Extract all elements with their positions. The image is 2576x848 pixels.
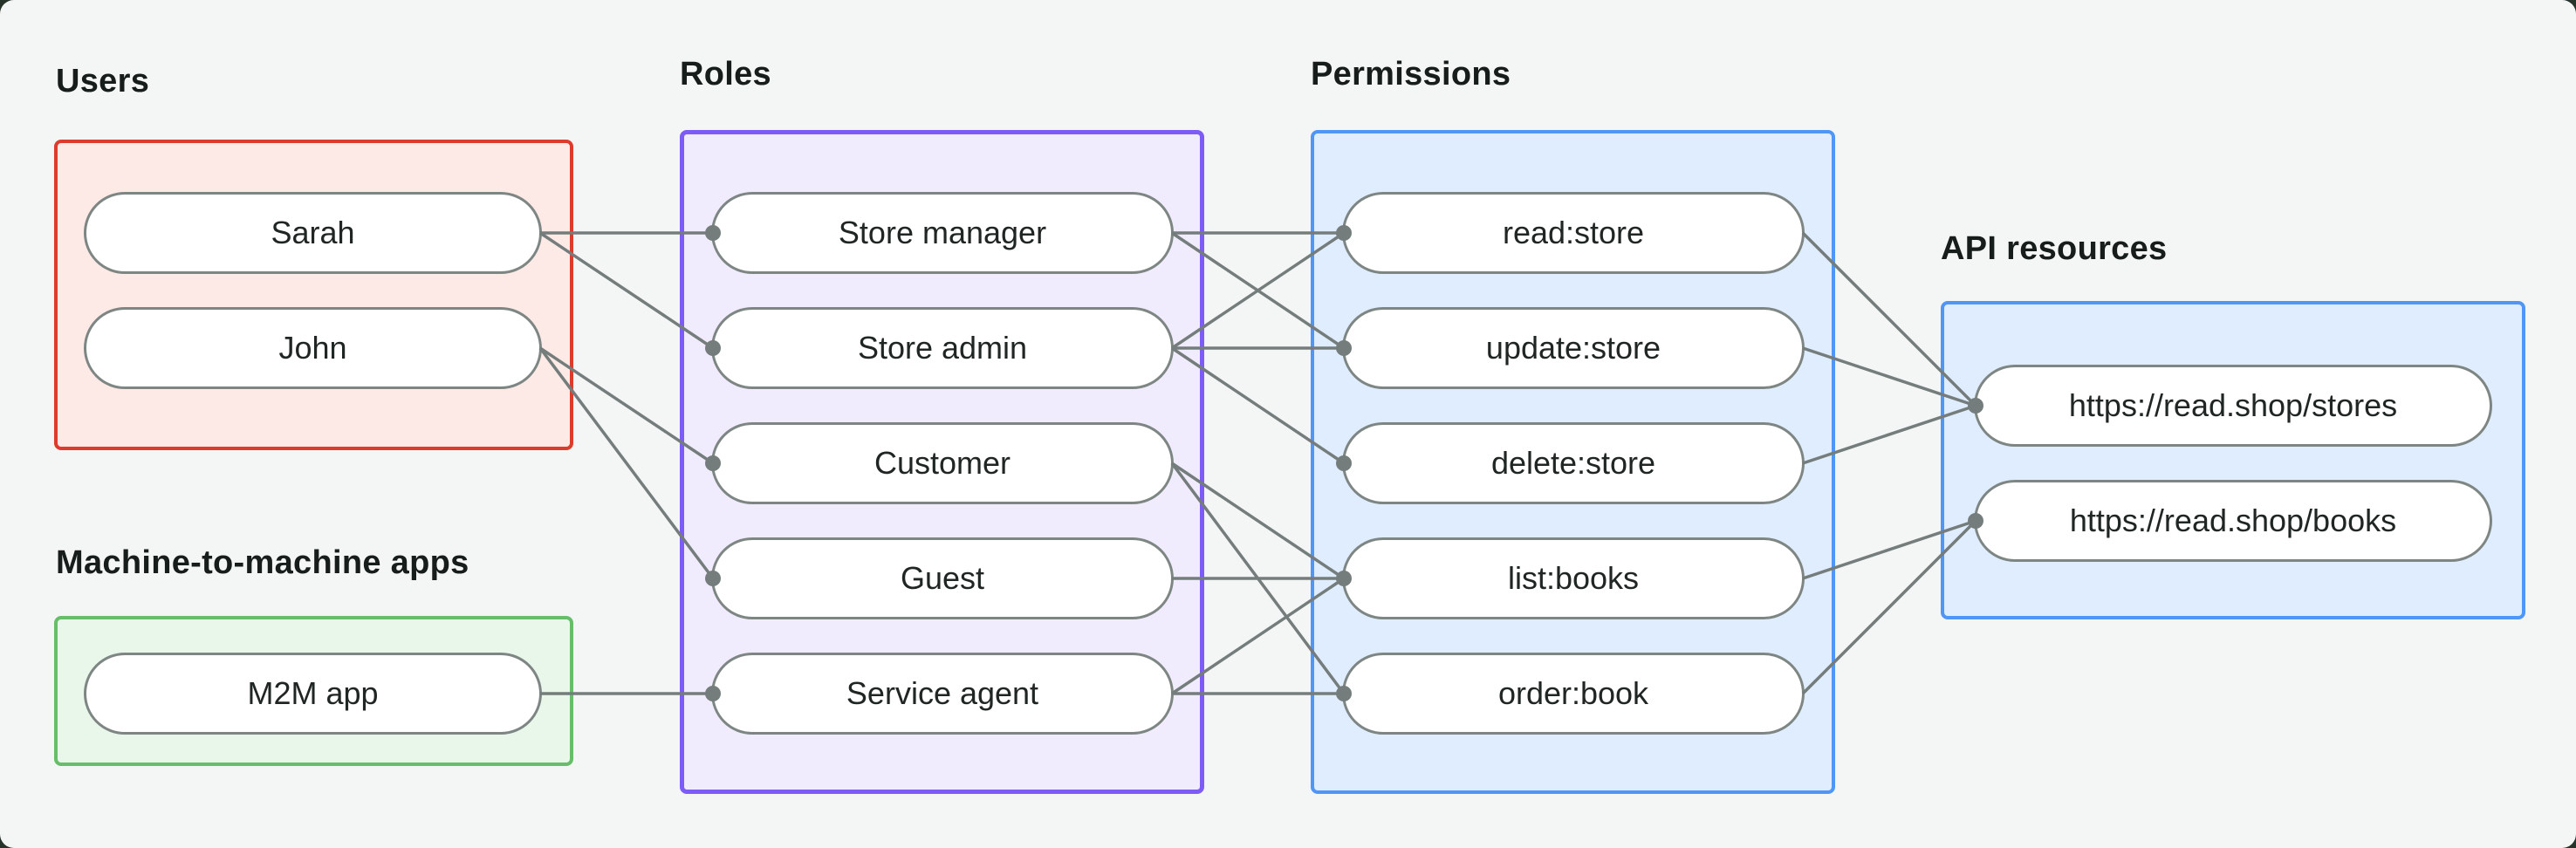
- node-role-customer: Customer: [711, 422, 1174, 504]
- api-resources-section-label: API resources: [1941, 230, 2168, 267]
- users-section-label: Users: [56, 63, 150, 99]
- node-label: Service agent: [846, 675, 1039, 711]
- users-group-box: [54, 140, 573, 450]
- node-label: M2M app: [247, 675, 379, 711]
- node-role-store-manager: Store manager: [711, 192, 1174, 274]
- node-role-guest: Guest: [711, 537, 1174, 619]
- node-label: Store manager: [838, 215, 1047, 250]
- node-label: list:books: [1507, 560, 1640, 596]
- node-label: https://read.shop/books: [2069, 503, 2397, 538]
- node-label: John: [278, 330, 347, 366]
- node-label: Guest: [900, 560, 985, 596]
- node-label: order:book: [1497, 675, 1649, 711]
- node-api-resource-books: https://read.shop/books: [1974, 480, 2492, 562]
- node-api-resource-stores: https://read.shop/stores: [1974, 365, 2492, 447]
- node-role-store-admin: Store admin: [711, 307, 1174, 389]
- node-permission-order-book: order:book: [1342, 653, 1805, 735]
- node-label: Customer: [874, 445, 1011, 481]
- node-label: read:store: [1502, 215, 1645, 250]
- node-label: Store admin: [857, 330, 1028, 366]
- m2m-section-label: Machine-to-machine apps: [56, 544, 469, 581]
- node-label: https://read.shop/stores: [2068, 387, 2398, 423]
- node-user-sarah: Sarah: [84, 192, 542, 274]
- api-resources-group-box: [1941, 301, 2525, 619]
- node-permission-delete-store: delete:store: [1342, 422, 1805, 504]
- node-label: delete:store: [1490, 445, 1656, 481]
- node-role-service-agent: Service agent: [711, 653, 1174, 735]
- node-m2m-app: M2M app: [84, 653, 542, 735]
- roles-section-label: Roles: [680, 56, 771, 92]
- node-user-john: John: [84, 307, 542, 389]
- permissions-section-label: Permissions: [1311, 56, 1511, 92]
- node-permission-update-store: update:store: [1342, 307, 1805, 389]
- node-label: update:store: [1485, 330, 1661, 366]
- node-permission-read-store: read:store: [1342, 192, 1805, 274]
- node-label: Sarah: [271, 215, 355, 250]
- node-permission-list-books: list:books: [1342, 537, 1805, 619]
